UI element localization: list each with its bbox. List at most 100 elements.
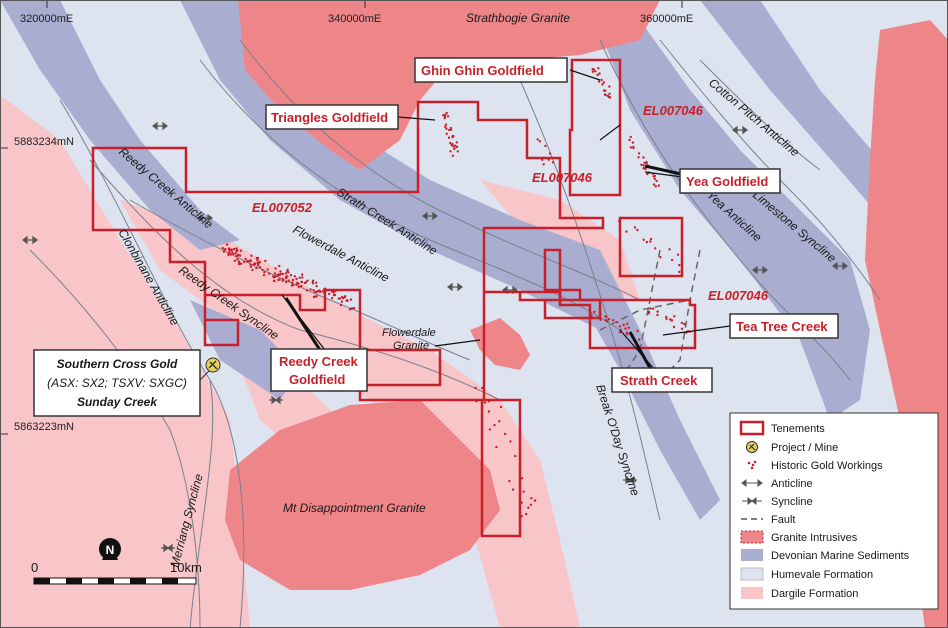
gold-working-dot — [445, 111, 448, 115]
gold-working-dot — [300, 280, 304, 284]
gold-working-dot — [626, 333, 629, 336]
gold-working-dot — [334, 289, 337, 293]
gold-working-dot — [444, 123, 448, 126]
gold-working-dot — [652, 307, 655, 310]
label-tea-tree-creek: Tea Tree Creek — [736, 319, 828, 334]
gold-working-dot — [632, 145, 635, 149]
gold-working-dot — [503, 432, 507, 436]
gold-working-dot — [278, 278, 281, 281]
gold-working-dot — [232, 252, 235, 256]
gold-working-dot — [453, 147, 456, 150]
gold-working-dot — [597, 80, 601, 83]
gold-working-dot — [227, 247, 231, 250]
gold-working-dot — [520, 501, 523, 504]
grid-ticks — [0, 0, 683, 435]
gold-working-dot — [301, 276, 304, 279]
gold-working-dot — [520, 477, 524, 480]
label-el007046-central: EL007046 — [532, 170, 593, 185]
goldfield-labels: Ghin Ghin Goldfield Triangles Goldfield … — [265, 57, 839, 393]
scale-bar: 0 10km — [31, 560, 202, 585]
project-callout: Southern Cross Gold (ASX: SX2; TSXV: SXG… — [33, 349, 221, 417]
gold-working-dot — [293, 275, 297, 278]
label-strathbogie-granite: Strathbogie Granite — [466, 11, 570, 25]
gold-working-dot — [529, 503, 533, 506]
gold-working-dot — [599, 318, 602, 321]
gold-working-dot — [654, 247, 657, 250]
gold-working-dot — [454, 144, 457, 147]
gold-working-dot — [647, 310, 651, 314]
coord-360000me: 360000mE — [640, 13, 693, 25]
gold-working-dot — [538, 140, 542, 143]
gold-working-dot — [309, 288, 312, 291]
gold-working-dot — [249, 263, 252, 266]
gold-working-dot — [594, 70, 597, 73]
gold-working-dot — [223, 248, 226, 251]
gold-working-dot — [266, 268, 269, 271]
gold-working-dot — [547, 158, 550, 161]
gold-working-dot — [451, 135, 454, 138]
gold-working-dot — [670, 319, 673, 322]
gold-working-dot — [604, 93, 607, 97]
coord-320000me: 320000mE — [20, 13, 73, 25]
gold-working-dot — [455, 145, 459, 149]
label-el007046-south: EL007046 — [708, 288, 769, 303]
gold-working-dot — [542, 163, 545, 166]
gold-working-dot — [353, 307, 356, 310]
gold-working-dot — [600, 78, 603, 82]
gold-working-dot — [332, 294, 336, 297]
gold-working-dot — [618, 325, 622, 328]
gold-working-dot — [683, 322, 686, 326]
legend-label-syncline: Syncline — [771, 496, 813, 508]
gold-working-dot — [533, 499, 537, 502]
gold-working-dot — [624, 327, 627, 330]
gold-working-dot — [300, 284, 303, 288]
project-company: Southern Cross Gold — [57, 357, 178, 371]
legend-swatch-granite — [740, 530, 764, 544]
gold-working-dot — [238, 254, 242, 257]
gold-working-dot — [253, 262, 256, 266]
gold-working-dot — [328, 292, 331, 296]
project-name: Sunday Creek — [77, 395, 158, 409]
gold-working-dot — [255, 266, 258, 270]
gold-working-dot — [638, 338, 641, 341]
gold-working-dot — [315, 281, 318, 284]
gold-working-dot — [235, 250, 238, 253]
gold-working-dot — [618, 331, 622, 334]
gold-working-dot — [343, 296, 347, 299]
gold-working-dot — [483, 401, 487, 404]
gold-working-dot — [672, 325, 676, 329]
label-reedy-creek-line1: Reedy Creek — [279, 354, 359, 369]
project-tickers: (ASX: SX2; TSXV: SXGC) — [47, 376, 187, 390]
gold-working-dot — [319, 290, 322, 294]
gold-working-dot — [656, 313, 659, 317]
gold-working-dot — [445, 127, 448, 130]
gold-working-dot — [629, 135, 632, 139]
gold-working-dot — [285, 276, 288, 280]
gold-working-dot — [279, 270, 282, 273]
gold-working-dot — [536, 138, 539, 141]
gold-working-dot — [244, 257, 247, 261]
tenement-el007046-central — [618, 216, 684, 278]
gold-working-dot — [445, 132, 448, 135]
gold-working-dot — [250, 254, 253, 257]
gold-working-dot — [654, 185, 657, 188]
gold-working-dot — [278, 273, 282, 276]
gold-working-dot — [487, 400, 491, 403]
gold-working-dot — [657, 184, 661, 187]
gold-working-dot — [339, 303, 343, 307]
gold-working-dot — [227, 253, 230, 257]
gold-working-dot — [643, 161, 646, 165]
workings-ghin-ghin — [591, 67, 612, 99]
gold-working-dot — [317, 290, 320, 293]
gold-working-dot — [239, 249, 243, 252]
gold-working-dot — [306, 279, 309, 282]
gold-working-dot — [300, 273, 304, 276]
gold-working-dot — [281, 272, 284, 276]
gold-working-dot — [276, 274, 280, 277]
gold-working-dot — [599, 313, 602, 316]
gold-working-dot — [487, 410, 491, 413]
gold-working-dot — [338, 297, 341, 300]
gold-working-dot — [303, 281, 307, 285]
gold-working-dot — [321, 290, 324, 293]
